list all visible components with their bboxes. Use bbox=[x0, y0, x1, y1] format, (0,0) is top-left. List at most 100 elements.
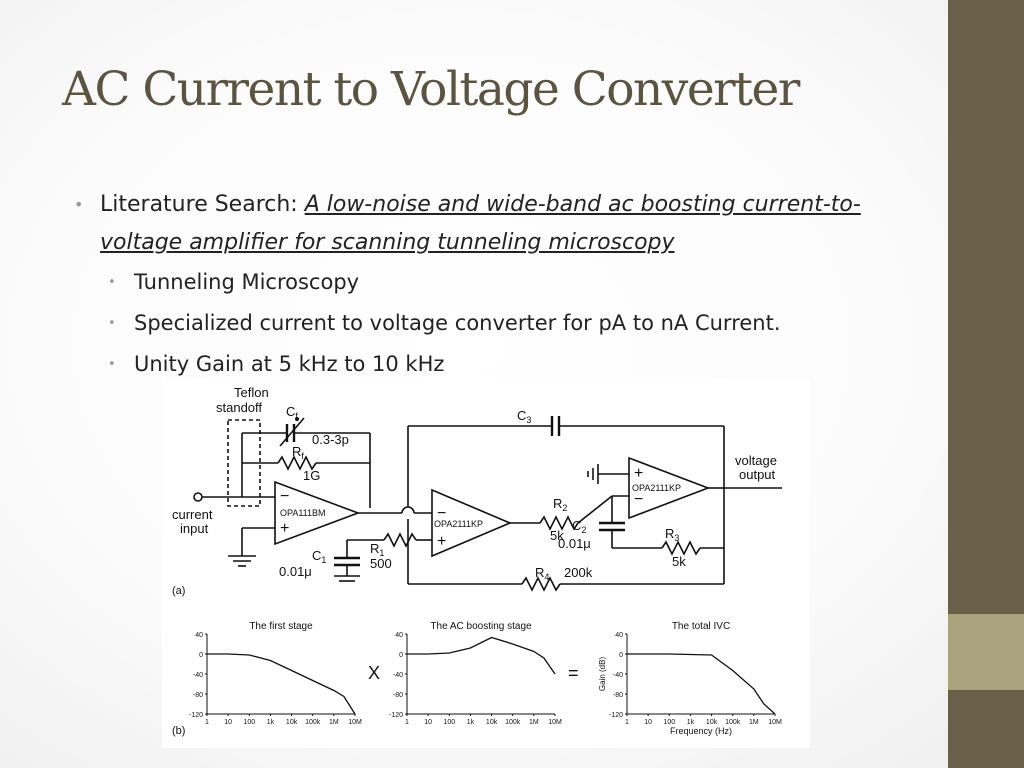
x-tick-label: 10k bbox=[706, 719, 718, 726]
literature-citation-link[interactable]: A low-noise and wide-band ac boosting cu… bbox=[100, 192, 861, 255]
x-tick-label: 10k bbox=[286, 719, 298, 726]
c1-subscript: 1 bbox=[321, 555, 326, 565]
series-line bbox=[627, 653, 776, 715]
teflon-standoff-box bbox=[227, 419, 261, 507]
rf-subscript: f bbox=[301, 451, 304, 461]
x-tick-label: 1k bbox=[467, 719, 475, 726]
r3-name: R bbox=[665, 526, 674, 541]
cf-dot bbox=[295, 417, 299, 421]
sub-bullet: • Specialized current to voltage convert… bbox=[108, 303, 934, 344]
r1-resistor bbox=[383, 532, 417, 548]
r1-subscript: 1 bbox=[379, 548, 384, 558]
cf-name: C bbox=[286, 404, 295, 419]
r3-resistor bbox=[661, 540, 701, 556]
equals-symbol: = bbox=[568, 663, 579, 683]
cf-value: 0.3-3p bbox=[312, 432, 349, 447]
cf-variable-arrow bbox=[279, 417, 305, 447]
x-tick-label: 10k bbox=[486, 719, 498, 726]
x-tick-label: 1M bbox=[329, 719, 339, 726]
opamp-1-label: OPA111BM bbox=[280, 508, 326, 518]
y-tick-label: -80 bbox=[193, 692, 203, 699]
opamp-2-symbol bbox=[431, 488, 513, 558]
bullet-dot: • bbox=[108, 275, 116, 290]
x-tick-label: 1M bbox=[529, 719, 539, 726]
y-tick-label: 40 bbox=[395, 632, 403, 639]
bullet-list: • Literature Search: A low-noise and wid… bbox=[74, 186, 934, 385]
c3-name: C bbox=[517, 408, 526, 423]
cf-subscript: f bbox=[295, 411, 298, 421]
rf-name: R bbox=[292, 444, 301, 459]
y-tick-label: -40 bbox=[193, 672, 203, 679]
teflon-label-1: Teflon bbox=[234, 385, 269, 400]
bullet-dot: • bbox=[108, 357, 116, 372]
y-tick-label: -40 bbox=[613, 672, 623, 679]
y-tick-label: -40 bbox=[393, 672, 403, 679]
y-tick-label: 0 bbox=[399, 652, 403, 659]
opamp-2-plus: + bbox=[437, 533, 446, 550]
r1-value: 500 bbox=[370, 556, 392, 571]
rf-value: 1G bbox=[303, 468, 320, 483]
opamp-1-symbol bbox=[274, 480, 361, 546]
c2-value: 0.01μ bbox=[558, 536, 591, 551]
r1-name: R bbox=[370, 541, 379, 556]
x-tick-label: 100k bbox=[505, 719, 521, 726]
x-tick-label: 1k bbox=[267, 719, 275, 726]
x-tick-label: 10M bbox=[548, 719, 562, 726]
r2-subscript: 2 bbox=[562, 503, 567, 513]
x-tick-label: 100 bbox=[243, 719, 255, 726]
plot-title: The first stage bbox=[249, 621, 313, 632]
r2-wire-right bbox=[577, 495, 613, 524]
opamp-2-minus: − bbox=[437, 505, 446, 522]
opamp-3-plus: + bbox=[634, 465, 643, 482]
x-tick-label: 10 bbox=[224, 719, 232, 726]
current-input-terminal bbox=[193, 492, 203, 502]
y-tick-label: 40 bbox=[615, 632, 623, 639]
r2-label: R2 bbox=[553, 496, 567, 513]
y-tick-label: -80 bbox=[613, 692, 623, 699]
teflon-label-2: standoff bbox=[216, 400, 262, 415]
times-symbol: X bbox=[368, 663, 380, 683]
opamp-3-minus: − bbox=[634, 491, 643, 508]
bullet-dot: • bbox=[74, 195, 84, 214]
x-tick-label: 100k bbox=[305, 719, 321, 726]
slide-title: AC Current to Voltage Converter bbox=[62, 62, 800, 117]
c1-name: C bbox=[312, 548, 321, 563]
r4-resistor bbox=[521, 576, 561, 592]
opamp-3-symbol bbox=[628, 456, 711, 520]
plot-title: The AC boosting stage bbox=[430, 621, 532, 632]
opamp-2-label: OPA2111KP bbox=[434, 519, 483, 529]
y-tick-label: -120 bbox=[389, 712, 403, 719]
decorative-side-accent bbox=[948, 614, 1024, 690]
x-tick-label: 10 bbox=[644, 719, 652, 726]
rf-label: Rf bbox=[292, 444, 304, 461]
x-tick-label: 10 bbox=[424, 719, 432, 726]
r3-subscript: 3 bbox=[674, 533, 679, 543]
wire-crossing-hop bbox=[401, 506, 415, 514]
circuit-figure-svg: Teflon standoff Cf 0.3-3p Rf 1G C 3 curre… bbox=[172, 385, 782, 737]
r2-name: R bbox=[553, 496, 562, 511]
x-tick-label: 100k bbox=[725, 719, 741, 726]
sub-bullet-text: Tunneling Microscopy bbox=[134, 270, 360, 294]
x-tick-label: 100 bbox=[663, 719, 675, 726]
r4-label: R4 bbox=[535, 565, 549, 582]
y-tick-label: 40 bbox=[195, 632, 203, 639]
current-input-label-1: current bbox=[172, 507, 213, 522]
sub-bullet-text: Unity Gain at 5 kHz to 10 kHz bbox=[134, 352, 445, 376]
series-line bbox=[407, 636, 556, 675]
cf-label: Cf bbox=[286, 404, 298, 421]
c2-label: C2 bbox=[572, 518, 586, 535]
series-line bbox=[207, 653, 356, 715]
opamp-1-plus: + bbox=[280, 520, 289, 537]
x-tick-label: 1 bbox=[405, 719, 409, 726]
x-tick-label: 100 bbox=[443, 719, 455, 726]
bullet-literature-search: • Literature Search: A low-noise and wid… bbox=[74, 186, 934, 262]
y-tick-label: -80 bbox=[393, 692, 403, 699]
opamp-1-minus: − bbox=[280, 488, 289, 505]
x-tick-label: 10M bbox=[768, 719, 782, 726]
r4-name: R bbox=[535, 565, 544, 580]
x-tick-label: 10M bbox=[348, 719, 362, 726]
sub-bullet-text: Specialized current to voltage converter… bbox=[134, 311, 781, 335]
current-input-label-2: input bbox=[180, 521, 209, 536]
r2-value: 5k bbox=[550, 528, 564, 543]
